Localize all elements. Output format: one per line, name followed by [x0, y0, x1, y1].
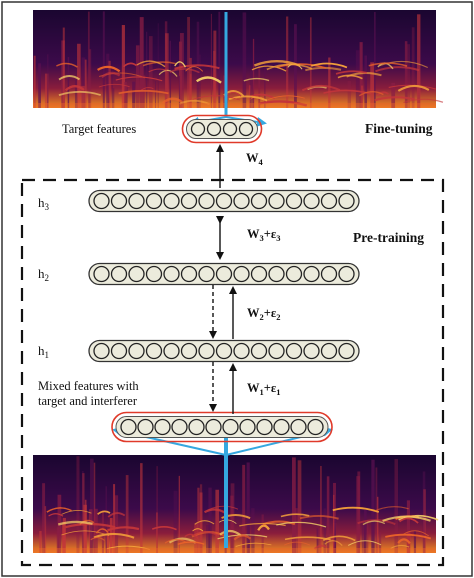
hidden-layer-h1 [88, 339, 360, 363]
hidden-layer-h1-unit [163, 342, 180, 360]
hidden-layer-h3-unit [163, 192, 180, 210]
hidden-layer-h1-unit [145, 342, 163, 360]
hidden-layer-h2-unit [338, 265, 355, 283]
input-layer-unit [171, 418, 188, 436]
hidden-layer-h1-unit [233, 342, 250, 360]
hidden-layer-h1-unit [250, 342, 268, 360]
hidden-layer-h2-unit [268, 265, 285, 283]
hidden-layer-h2-unit [233, 265, 250, 283]
hidden-layer-h1-unit [198, 342, 215, 360]
hidden-layer-h1-unit [285, 342, 303, 360]
mixed-features-label-line2: target and interferer [38, 394, 138, 408]
hidden-layer-h1-unit [93, 342, 110, 360]
input-layer-unit [290, 418, 307, 436]
weight-label-w2: W2+ε2 [247, 306, 280, 322]
input-layer-unit [273, 418, 290, 436]
hidden-layer-h2 [88, 262, 360, 286]
target-layer-unit [190, 121, 206, 137]
hidden-layer-h1-unit [110, 342, 128, 360]
layer-label-h2: h2 [38, 266, 49, 283]
input-layer-unit [307, 418, 324, 436]
hidden-layer-h3-unit [268, 192, 285, 210]
pre-training-box [20, 178, 445, 567]
hidden-layer-h3-unit [338, 192, 355, 210]
hidden-layer-h1-unit [180, 342, 198, 360]
hidden-layer-h3-unit [250, 192, 268, 210]
hidden-layer-h3-unit [233, 192, 250, 210]
hidden-layer-h2-unit [145, 265, 163, 283]
hidden-layer-h1-unit [320, 342, 338, 360]
input-layer-highlight [111, 411, 333, 443]
mixed-features-label-line1: Mixed features with [38, 379, 139, 393]
target-features-label: Target features [62, 122, 136, 136]
input-layer-unit [222, 418, 239, 436]
target-layer-unit [238, 121, 254, 137]
input-layer-outline [115, 416, 329, 438]
input-layer-unit [154, 418, 171, 436]
hidden-layer-h2-unit [320, 265, 338, 283]
weight-label-w1: W1+ε1 [247, 381, 280, 397]
hidden-layer-h3 [88, 189, 360, 213]
layer-label-h3: h3 [38, 195, 50, 212]
hidden-layer-h2-unit [250, 265, 268, 283]
input-layer [111, 411, 333, 443]
output-spectrogram [33, 10, 444, 109]
weight-arrows [209, 144, 237, 414]
hidden-layer-h3-unit [303, 192, 320, 210]
target-layer-highlight [181, 114, 263, 144]
pre-training-label: Pre-training [353, 230, 424, 245]
hidden-layer-h3-unit [198, 192, 215, 210]
fine-tuning-label: Fine-tuning [365, 121, 433, 136]
input-layer-unit [205, 418, 222, 436]
target-layer-outline [186, 119, 258, 139]
hidden-layer-h1-unit [128, 342, 145, 360]
target-layer [181, 114, 263, 144]
hidden-layer-h3-unit [320, 192, 338, 210]
target-layer-unit [222, 121, 238, 137]
hidden-layer-h2-unit [163, 265, 180, 283]
hidden-layer-h1-unit [268, 342, 285, 360]
weight-label-w3: W3+ε3 [247, 227, 280, 243]
layer-label-h1: h1 [38, 343, 49, 360]
weight-label-w4: W4 [246, 151, 264, 167]
hidden-layer-h3-unit [215, 192, 233, 210]
hidden-layer-h3-unit [128, 192, 145, 210]
input-layer-unit [137, 418, 154, 436]
input-layer-unit [188, 418, 205, 436]
hidden-layer-h3-unit [93, 192, 110, 210]
hidden-layer-h3-unit [285, 192, 303, 210]
hidden-layer-h2-unit [215, 265, 233, 283]
hidden-layer-h2-unit [110, 265, 128, 283]
hidden-layer-h3-unit [180, 192, 198, 210]
hidden-layer-h2-unit [93, 265, 110, 283]
hidden-layer-h2-unit [180, 265, 198, 283]
hidden-layer-h3-unit [145, 192, 163, 210]
hidden-layer-h1-unit [338, 342, 355, 360]
input-layer-unit [120, 418, 137, 436]
input-layer-unit [256, 418, 273, 436]
hidden-layer-h1-unit [215, 342, 233, 360]
input-spectrogram [33, 455, 439, 553]
hidden-layer-h1-unit [303, 342, 320, 360]
input-layer-unit [239, 418, 256, 436]
target-layer-unit [206, 121, 222, 137]
hidden-layer-h2-unit [198, 265, 215, 283]
hidden-layer-h2-unit [303, 265, 320, 283]
blue-connectors [112, 12, 333, 548]
hidden-layer-h2-unit [285, 265, 303, 283]
hidden-layer-h2-unit [128, 265, 145, 283]
hidden-layer-h3-unit [110, 192, 128, 210]
